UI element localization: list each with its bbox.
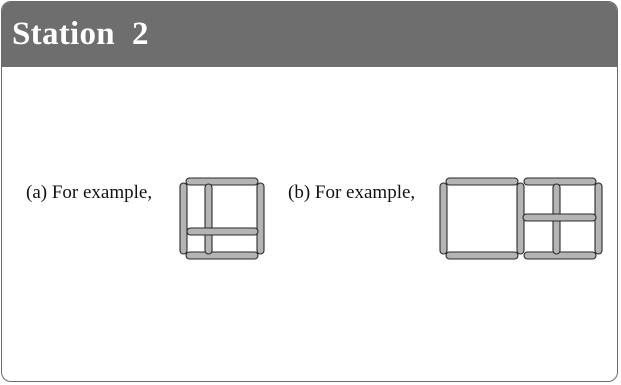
stick-right [256, 182, 265, 255]
stick-left-bottom [445, 251, 519, 260]
matchstick-figure-b [439, 177, 603, 260]
stick-right-bottom [523, 251, 597, 260]
matchstick-figure-a [179, 177, 265, 260]
station-title: Station 2 [12, 16, 149, 52]
stick-inner-horizontal [186, 227, 259, 236]
stick-left [179, 182, 188, 255]
stick-inner-vertical [204, 183, 213, 255]
station-header: Station 2 [2, 2, 617, 67]
stick-left-left [439, 182, 448, 255]
stick-top [185, 177, 259, 186]
stick-right-inner-horizontal [522, 213, 597, 222]
example-b-caption: (b) For example, [288, 182, 416, 203]
example-a-caption: (a) For example, [26, 182, 153, 203]
stick-right-top [523, 177, 597, 186]
stick-bottom [185, 251, 259, 260]
stick-left-top [445, 177, 519, 186]
